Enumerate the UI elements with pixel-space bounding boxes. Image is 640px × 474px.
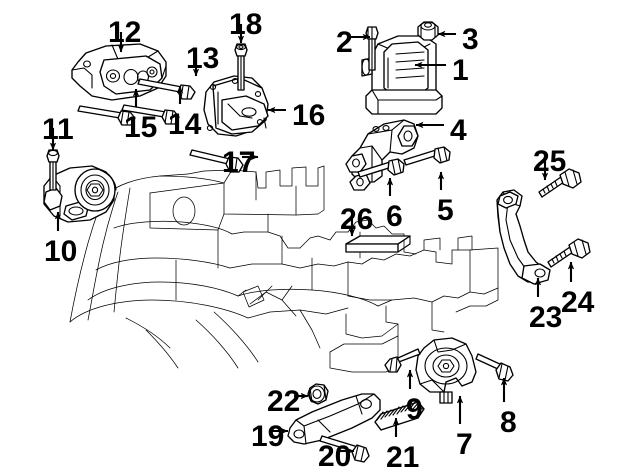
callout-label-16: 16 (292, 99, 326, 132)
part-9-transmission-mount-bolt (384, 348, 421, 373)
part-1-engine-mount (361, 35, 443, 115)
callout-label-18: 18 (229, 8, 263, 41)
callout-label-3: 3 (462, 23, 479, 56)
part-14-bracket-bolt (121, 104, 180, 125)
chassis-subframe-outline (69, 165, 499, 373)
part-3-mount-nut (417, 21, 439, 41)
callout-label-4: 4 (450, 114, 467, 147)
callout-label-13: 13 (186, 42, 220, 75)
part-26-mount-shim-plate (345, 235, 411, 253)
callout-label-24: 24 (561, 286, 595, 319)
callout-label-11: 11 (42, 113, 74, 146)
callout-label-10: 10 (44, 235, 78, 268)
callout-label-15: 15 (124, 111, 158, 144)
callout-label-2: 2 (336, 26, 353, 59)
callout-label-7: 7 (456, 428, 473, 461)
part-2-mount-bolt (365, 26, 379, 71)
part-22-link-nut (307, 383, 329, 405)
callout-label-8: 8 (500, 406, 517, 439)
callout-arrows (49, 24, 575, 455)
part-18-mount-bolt (234, 43, 248, 91)
part-24-brace-bolt (547, 238, 591, 268)
callout-label-17: 17 (222, 146, 256, 179)
part-23-transmission-brace (496, 189, 551, 285)
callout-label-19: 19 (251, 420, 285, 453)
part-4-engine-mount-bracket (345, 119, 419, 191)
callout-label-12: 12 (108, 16, 142, 49)
part-15-bracket-bolt (77, 105, 136, 126)
part-16-transmission-mount-bracket (203, 75, 269, 137)
part-8-transmission-mount-bolt (475, 353, 514, 382)
part-6-bracket-bolt (357, 158, 405, 178)
callout-label-23: 23 (529, 301, 563, 334)
callout-label-6: 6 (386, 200, 403, 233)
part-7-rear-transmission-mount (415, 337, 477, 404)
part-5-bracket-bolt (403, 146, 451, 166)
callout-label-21: 21 (386, 441, 420, 474)
part-19-torque-rod-link (287, 393, 381, 445)
callout-label-9: 9 (406, 393, 423, 426)
callout-label-25: 25 (533, 145, 567, 178)
part-12-front-engine-mount-bracket (71, 43, 167, 101)
part-11-strut-mount-bolt (46, 149, 60, 191)
callout-label-1: 1 (452, 54, 469, 87)
callout-label-22: 22 (267, 385, 301, 418)
callout-label-14: 14 (168, 108, 202, 141)
part-21-link-spring (374, 401, 425, 431)
part-25-brace-bolt (538, 168, 582, 198)
callout-label-20: 20 (318, 440, 352, 473)
part-17-bracket-bolt (189, 149, 244, 173)
callout-label-26: 26 (340, 203, 374, 236)
callout-label-5: 5 (437, 194, 454, 227)
